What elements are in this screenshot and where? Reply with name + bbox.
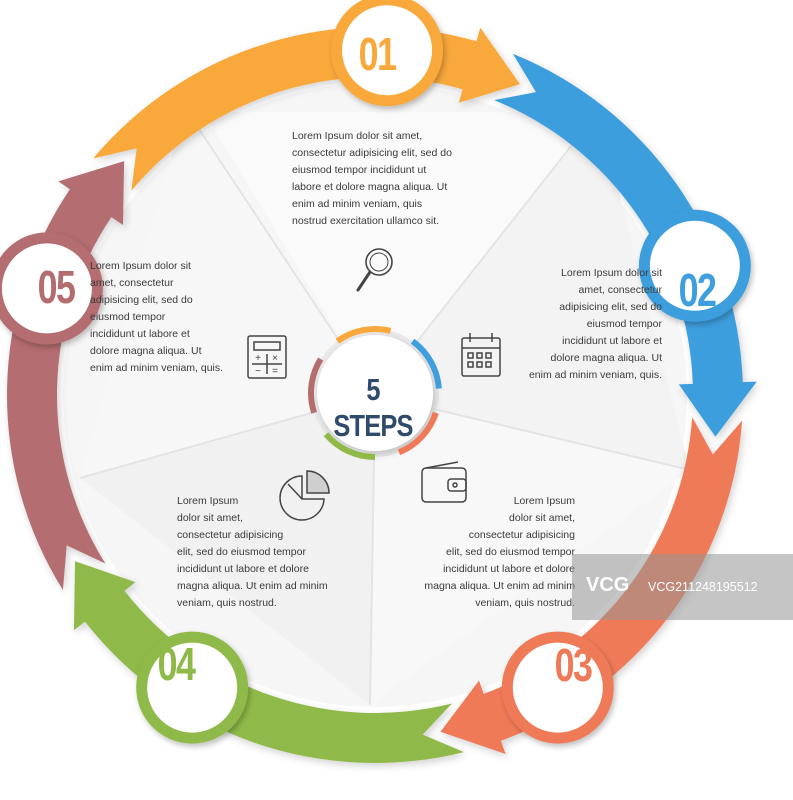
svg-text:=: = xyxy=(272,366,278,377)
wedge-3 xyxy=(370,395,690,705)
step-badges xyxy=(0,0,751,744)
center-arc-01 xyxy=(335,326,392,344)
center-arc-04 xyxy=(323,432,376,460)
step-number-01: 01 xyxy=(358,28,397,80)
pie-chart-icon xyxy=(279,470,330,521)
center-circle xyxy=(317,335,433,451)
magnifier-icon xyxy=(356,248,393,292)
watermark-logo: VCG xyxy=(586,574,630,596)
badge-face-02 xyxy=(649,220,740,311)
watermark: VCG VCG211248195512 xyxy=(572,554,793,620)
watermark-id: VCG211248195512 xyxy=(648,580,758,594)
center-arcs xyxy=(308,326,442,460)
step-04-text: Lorem Ipsum dolor sit amet, consectetur … xyxy=(177,495,328,609)
calendar-icon xyxy=(461,333,501,377)
center-arc-05 xyxy=(308,357,324,414)
center-arc-02 xyxy=(410,338,442,389)
step-number-02: 02 xyxy=(678,264,717,316)
wedge-2 xyxy=(375,112,690,470)
wedge-1 xyxy=(204,112,598,395)
badge-face-05 xyxy=(1,243,92,334)
wallet-icon xyxy=(421,461,467,503)
wedge-4 xyxy=(80,395,375,705)
step-number-03: 03 xyxy=(554,639,593,691)
step-05-text: Lorem Ipsum dolor sit amet, consectetur … xyxy=(90,260,224,374)
step-03-text: Lorem Ipsum dolor sit amet, consectetur … xyxy=(424,495,575,609)
wedge-5 xyxy=(80,108,375,478)
step-01-text: Lorem Ipsum dolor sit amet, consectetur … xyxy=(292,130,452,227)
center-arc-03 xyxy=(397,411,439,456)
badge-face-03 xyxy=(512,642,603,733)
badge-face-01 xyxy=(342,5,433,96)
svg-text:−: − xyxy=(255,366,261,377)
step-number-05: 05 xyxy=(37,261,76,313)
step-02-text: Lorem Ipsum dolor sit amet, consectetur … xyxy=(528,267,662,381)
svg-text:×: × xyxy=(272,353,278,364)
arrow-segment-02 xyxy=(494,53,757,437)
badge-face-04 xyxy=(147,642,238,733)
svg-text:+: + xyxy=(255,353,261,364)
calculator-icon: + × − = xyxy=(247,335,287,379)
center-title: 5 STEPS xyxy=(333,372,413,443)
step-number-04: 04 xyxy=(157,638,196,690)
wedge-panels xyxy=(80,108,690,705)
